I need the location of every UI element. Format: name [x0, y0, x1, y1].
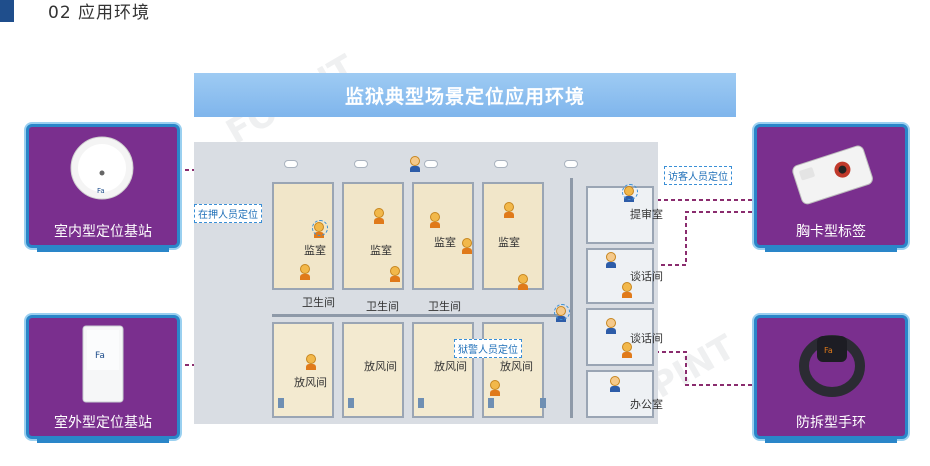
scene-banner: 监狱典型场景定位应用环境	[194, 73, 736, 117]
door	[418, 398, 424, 408]
cell-label: 监室	[370, 244, 392, 257]
indoor-station-label: 室内型定位基站	[54, 224, 152, 240]
corridor-wall	[570, 178, 573, 418]
indoor-base-station-icon: Fa	[70, 136, 134, 200]
wristband-link	[640, 351, 752, 386]
sensor	[284, 160, 298, 168]
detainee-figure	[462, 238, 472, 254]
yard-room	[482, 322, 544, 418]
yard-label: 放风间	[434, 360, 467, 373]
wristband-label: 防拆型手环	[796, 415, 866, 431]
cell-label: 监室	[498, 236, 520, 249]
badge-link-2	[640, 211, 752, 266]
indoor-station-card[interactable]: Fa 室内型定位基站	[26, 124, 180, 252]
toilet-label: 卫生间	[366, 300, 399, 313]
door	[348, 398, 354, 408]
cell-label: 监室	[434, 236, 456, 249]
office-room	[586, 370, 654, 418]
outdoor-station-card[interactable]: Fa 室外型定位基站	[26, 315, 180, 443]
door	[540, 398, 546, 408]
guard-location-tag: 狱警人员定位	[454, 339, 522, 358]
cell-room	[412, 182, 474, 290]
sensor	[494, 160, 508, 168]
section-title: 02 应用环境	[48, 3, 151, 23]
outdoor-station-label: 室外型定位基站	[54, 415, 152, 431]
detainee-figure	[622, 342, 632, 358]
room-label: 提审室	[630, 208, 663, 221]
detainee-figure	[300, 264, 310, 280]
svg-text:Fa: Fa	[97, 187, 105, 195]
cell-label: 监室	[304, 244, 326, 257]
sensor	[564, 160, 578, 168]
detainee-figure	[374, 208, 384, 224]
svg-text:Fa: Fa	[95, 351, 105, 361]
guard-figure	[606, 252, 616, 268]
talk-room	[586, 248, 654, 304]
guard-figure	[410, 156, 420, 172]
yard-label: 放风间	[364, 360, 397, 373]
detainee-figure	[518, 274, 528, 290]
sensor	[354, 160, 368, 168]
guard-figure	[610, 376, 620, 392]
badge-tag-icon	[792, 145, 873, 205]
detainee-location-ring	[312, 220, 328, 236]
detainee-figure	[622, 282, 632, 298]
detainee-figure	[306, 354, 316, 370]
sensor	[424, 160, 438, 168]
badge-tag-label: 胸卡型标签	[796, 224, 866, 240]
detainee-figure	[390, 266, 400, 282]
door	[488, 398, 494, 408]
detainee-figure	[504, 202, 514, 218]
section-accent-bar	[0, 0, 14, 22]
guard-figure	[606, 318, 616, 334]
tamper-wristband-icon: Fa	[799, 335, 865, 397]
room-label: 办公室	[630, 398, 663, 411]
talk-room	[586, 308, 654, 366]
wristband-card[interactable]: Fa 防拆型手环	[754, 315, 908, 443]
yard-label: 放风间	[294, 376, 327, 389]
detainee-location-tag: 在押人员定位	[194, 204, 262, 223]
interrogation-room	[586, 186, 654, 244]
badge-tag-card[interactable]: 胸卡型标签	[754, 124, 908, 252]
door	[278, 398, 284, 408]
toilet-label: 卫生间	[428, 300, 461, 313]
visitor-location-tag: 访客人员定位	[664, 166, 732, 185]
yard-label: 放风间	[500, 360, 533, 373]
yard-room	[342, 322, 404, 418]
toilet-label: 卫生间	[302, 296, 335, 309]
outdoor-base-station-icon: Fa	[82, 325, 124, 403]
svg-text:Fa: Fa	[824, 346, 833, 355]
guard-location-ring	[554, 304, 570, 320]
visitor-location-ring	[622, 184, 638, 200]
room-label: 谈话间	[630, 332, 663, 345]
cell-room	[482, 182, 544, 290]
divider-wall	[272, 314, 562, 317]
detainee-figure	[490, 380, 500, 396]
prison-floor-plan: 监室 监室 监室 监室 卫生间 卫生间 卫生间 放风间 放风间 放风间 放风间 …	[194, 142, 663, 424]
detainee-figure	[430, 212, 440, 228]
banner-title: 监狱典型场景定位应用环境	[344, 85, 585, 108]
room-label: 谈话间	[630, 270, 663, 283]
